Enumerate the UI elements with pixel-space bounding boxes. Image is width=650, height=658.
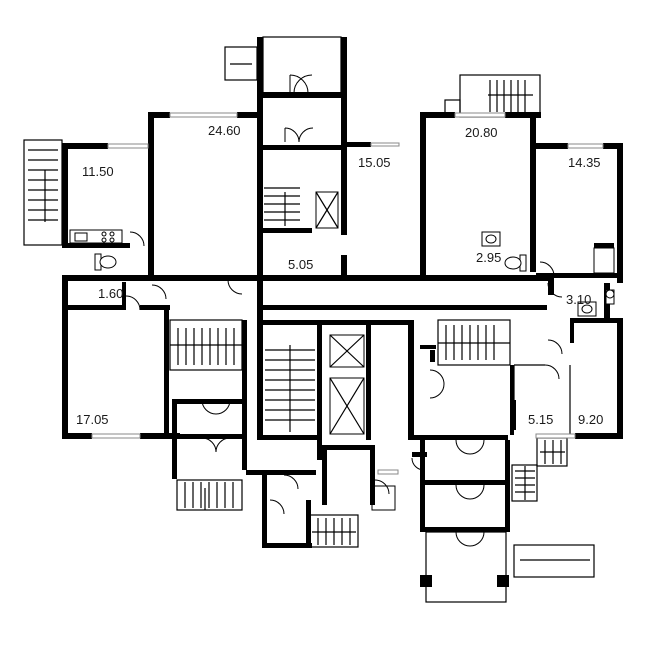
tub-14-35 bbox=[593, 247, 615, 274]
stair-bottom-right bbox=[515, 440, 565, 500]
area-label-5-15: 5.15 bbox=[528, 412, 553, 427]
fixtures bbox=[69, 229, 615, 317]
kitchen-counter bbox=[69, 229, 123, 244]
elevators bbox=[315, 191, 365, 435]
area-label-20-80: 20.80 bbox=[465, 125, 498, 140]
area-label-15-05: 15.05 bbox=[358, 155, 391, 170]
stair-right-center bbox=[438, 325, 510, 360]
area-label-5-05: 5.05 bbox=[288, 257, 313, 272]
stair-upper-center bbox=[264, 187, 300, 226]
bathroom-2-95 bbox=[481, 231, 527, 272]
stairs bbox=[28, 80, 590, 561]
doors bbox=[125, 74, 563, 547]
toilet-left bbox=[94, 253, 117, 271]
area-label-3-10: 3.10 bbox=[566, 292, 591, 307]
area-label-24-60: 24.60 bbox=[208, 123, 241, 138]
area-label-11-50: 11.50 bbox=[82, 164, 114, 179]
area-label-2-95: 2.95 bbox=[476, 250, 501, 265]
area-label-17-05: 17.05 bbox=[76, 412, 109, 427]
bathroom-3-10 bbox=[577, 289, 615, 317]
stair-bottom-center bbox=[312, 518, 356, 545]
windows bbox=[91, 112, 604, 475]
stair-center bbox=[265, 345, 315, 432]
stair-left-center bbox=[170, 328, 242, 365]
area-label-9-20: 9.20 bbox=[578, 412, 603, 427]
stair-bottom-left bbox=[184, 482, 234, 510]
area-label-14-35: 14.35 bbox=[568, 155, 601, 170]
area-labels: 11.50 24.60 15.05 20.80 14.35 5.05 2.95 … bbox=[76, 123, 603, 427]
walls bbox=[62, 37, 623, 587]
area-label-1-60: 1.60 bbox=[98, 286, 123, 301]
stair-left bbox=[28, 149, 58, 222]
stair-top-right bbox=[488, 80, 533, 112]
